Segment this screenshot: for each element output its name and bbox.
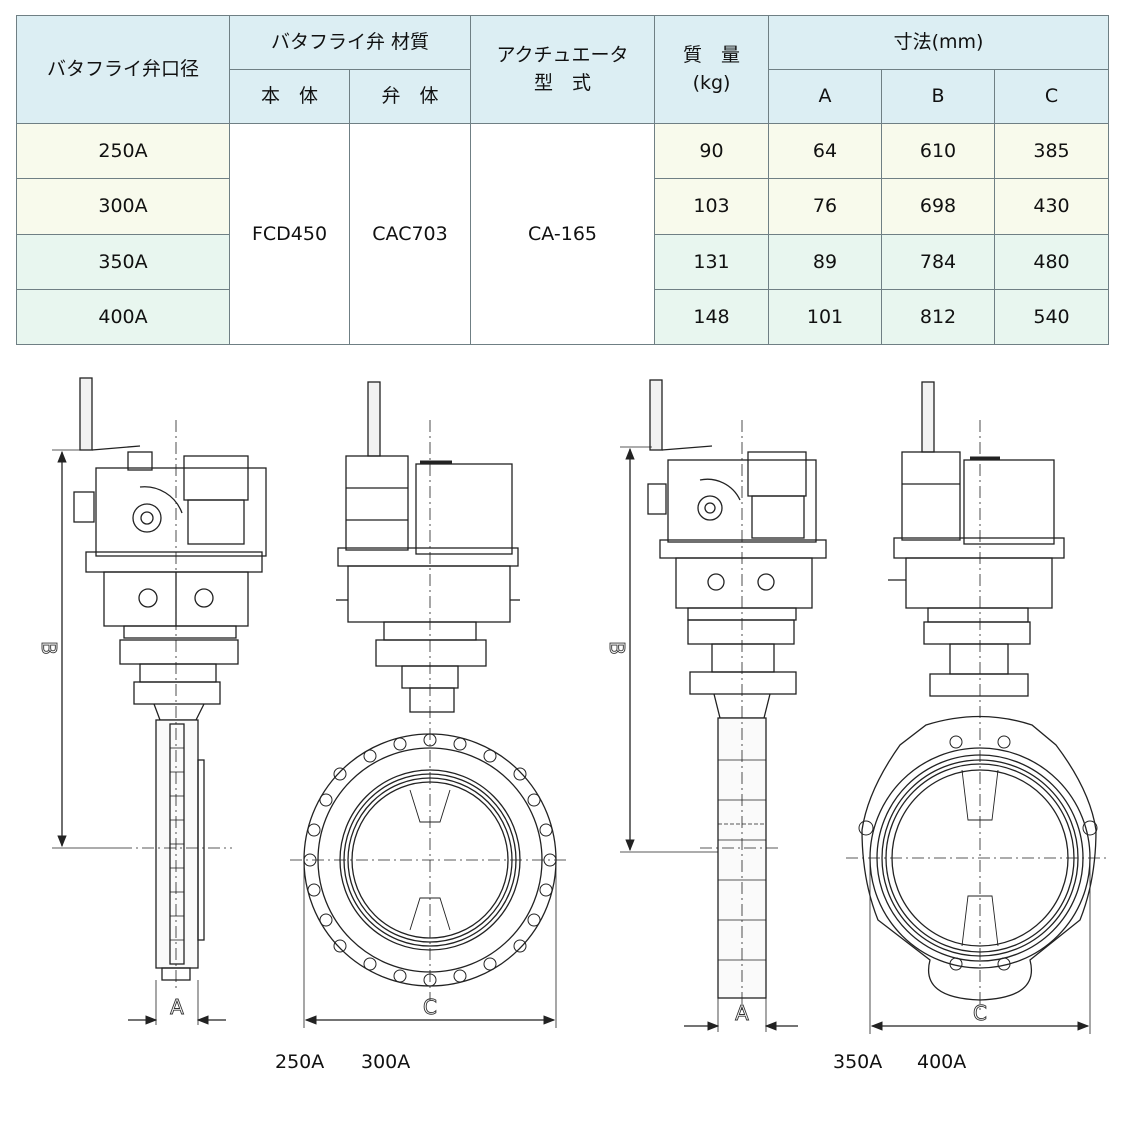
cell-dim-a: 76 [768, 178, 883, 235]
drawing-250a-side [52, 377, 267, 1025]
cell-dim-a: 89 [768, 233, 883, 290]
header-material: バタフライ弁 材質 [228, 15, 472, 70]
dim-label-b-left: B [37, 641, 61, 655]
drawing-350a-side [620, 379, 827, 1032]
header-disc: 弁 体 [348, 69, 472, 124]
table-row: 300A 103 76 698 430 [16, 178, 1110, 235]
dim-label-c-right: C [973, 1001, 987, 1025]
cell-size: 350A [16, 233, 230, 290]
header-dimensions: 寸法(mm) [768, 15, 1110, 70]
header-mass-line1: 質 量 [683, 43, 741, 66]
header-actuator-line2: 型 式 [534, 71, 592, 94]
caption-300a: 300A [361, 1051, 411, 1073]
cell-mass: 90 [654, 122, 770, 180]
dim-label-a-right: A [735, 1001, 749, 1025]
drawing-400a-front [846, 381, 1110, 1034]
cell-dim-b: 698 [881, 178, 996, 235]
header-actuator-line1: アクチュエータ [496, 43, 629, 66]
dim-label-c-left: C [423, 995, 437, 1019]
cell-mass: 148 [654, 288, 770, 346]
table-row: 400A 148 101 812 540 [16, 288, 1110, 346]
cell-dim-c: 540 [994, 288, 1110, 346]
header-actuator: アクチュエータ 型 式 [470, 15, 656, 124]
cell-dim-a: 101 [768, 288, 883, 346]
caption-400a: 400A [917, 1051, 967, 1073]
cell-size: 250A [16, 122, 230, 180]
cell-dim-b: 784 [881, 233, 996, 290]
cell-dim-b: 610 [881, 122, 996, 180]
cell-actuator-model: CA-165 [470, 123, 656, 345]
drawing-300a-front [290, 381, 570, 1028]
header-dim-c: C [994, 69, 1110, 124]
cell-dim-c: 480 [994, 233, 1110, 290]
cell-dim-b: 812 [881, 288, 996, 346]
cell-size: 400A [16, 288, 230, 346]
table-row: 350A 131 89 784 480 [16, 233, 1110, 290]
cell-disc-material: CAC703 [348, 123, 472, 345]
cell-dim-c: 430 [994, 178, 1110, 235]
dim-label-b-right: B [605, 641, 629, 655]
header-valve-size: バタフライ弁口径 [16, 15, 230, 124]
caption-250a: 250A [275, 1051, 325, 1073]
table-row: 250A FCD450 CAC703 CA-165 90 64 610 385 [16, 122, 1110, 345]
caption-350a: 350A [833, 1051, 883, 1073]
header-mass: 質 量 (kg) [654, 15, 770, 124]
header-mass-line2: (kg) [692, 71, 731, 94]
dim-label-a-left: A [170, 995, 184, 1019]
header-dim-b: B [881, 69, 996, 124]
cell-mass: 131 [654, 233, 770, 290]
spec-table: バタフライ弁口径 バタフライ弁 材質 アクチュエータ 型 式 質 量 (kg) … [16, 15, 1110, 346]
cell-body-material: FCD450 [229, 123, 350, 345]
cell-dim-c: 385 [994, 122, 1110, 180]
header-body: 本 体 [229, 69, 350, 124]
